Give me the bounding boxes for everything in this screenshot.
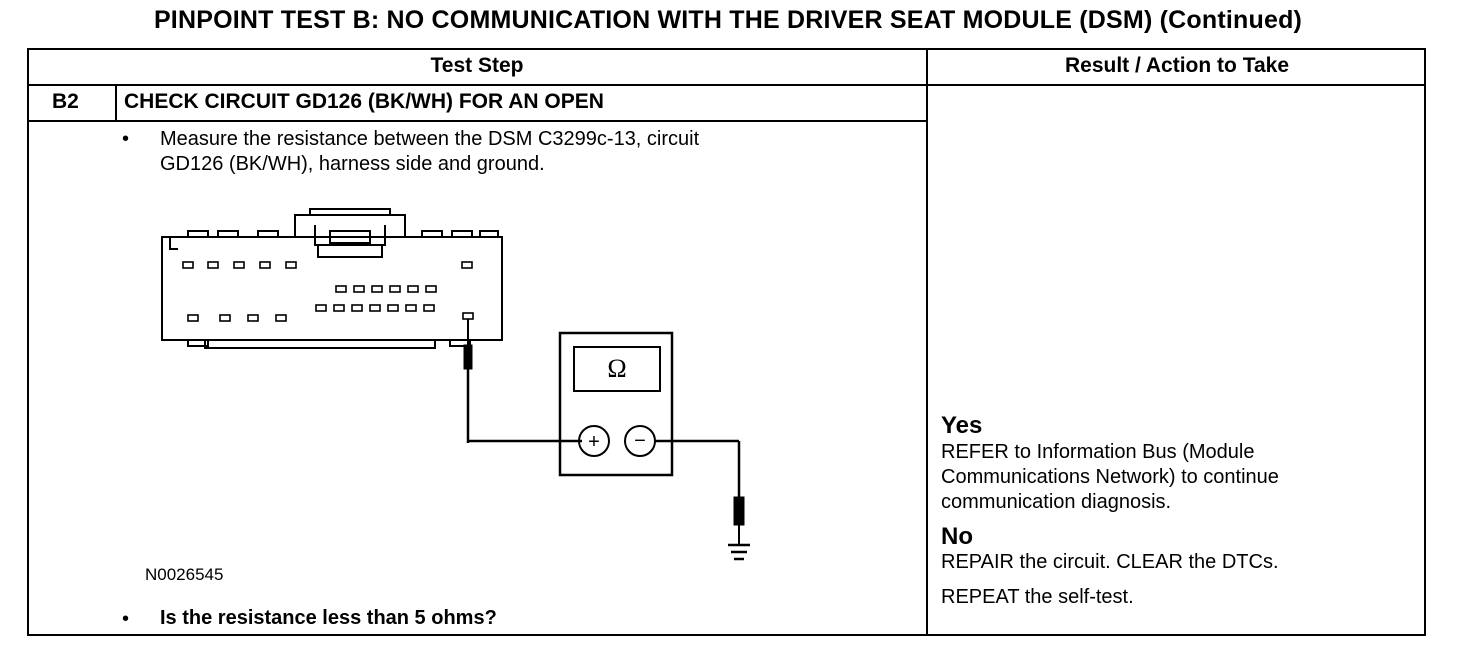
ground-icon [728, 543, 750, 561]
connector-meter-diagram: Ω + − [161, 208, 750, 561]
connector-latch [294, 214, 406, 237]
result-yes-label: Yes [941, 412, 983, 439]
header-divider [27, 84, 1426, 86]
result-no-line-2: REPEAT the self-test. [941, 586, 1134, 608]
instruction-line-1: Measure the resistance between the DSM C… [160, 128, 700, 150]
figure-id: N0026545 [145, 565, 224, 584]
test-lead-negative [655, 439, 745, 545]
test-table [27, 48, 1426, 636]
result-no-line-1: REPAIR the circuit. CLEAR the DTCs. [941, 551, 1279, 573]
result-yes-line-1: REFER to Information Bus (Module [941, 441, 1255, 463]
ohm-symbol: Ω [607, 354, 626, 383]
column-divider [926, 48, 928, 636]
step-title: CHECK CIRCUIT GD126 (BK/WH) FOR AN OPEN [124, 90, 604, 113]
minus-terminal: − [634, 430, 646, 452]
bullet-marker: • [122, 608, 130, 630]
step-divider [27, 120, 928, 122]
header-result: Result / Action to Take [1064, 54, 1290, 77]
result-no-label: No [941, 523, 973, 550]
result-yes-text: REFER to Information Bus (Module Communi… [941, 440, 1279, 515]
header-test-step: Test Step [430, 54, 524, 77]
plus-terminal: + [588, 431, 600, 453]
step-question: Is the resistance less than 5 ohms? [160, 607, 497, 629]
instruction-text: Measure the resistance between the DSM C… [160, 127, 699, 177]
result-yes-line-2: Communications Network) to continue [941, 466, 1279, 488]
bullet-marker: • [122, 128, 130, 150]
page-title: PINPOINT TEST B: NO COMMUNICATION WITH T… [153, 6, 1303, 34]
instruction-line-2: GD126 (BK/WH), harness side and ground. [160, 153, 545, 175]
probe-connector [463, 319, 473, 443]
step-id-divider [115, 84, 117, 121]
connector-outline [161, 236, 503, 341]
step-id: B2 [52, 90, 79, 113]
pin-cavities [182, 261, 474, 322]
result-yes-line-3: communication diagnosis. [941, 491, 1172, 513]
connector-bottom-ledge [204, 340, 436, 349]
